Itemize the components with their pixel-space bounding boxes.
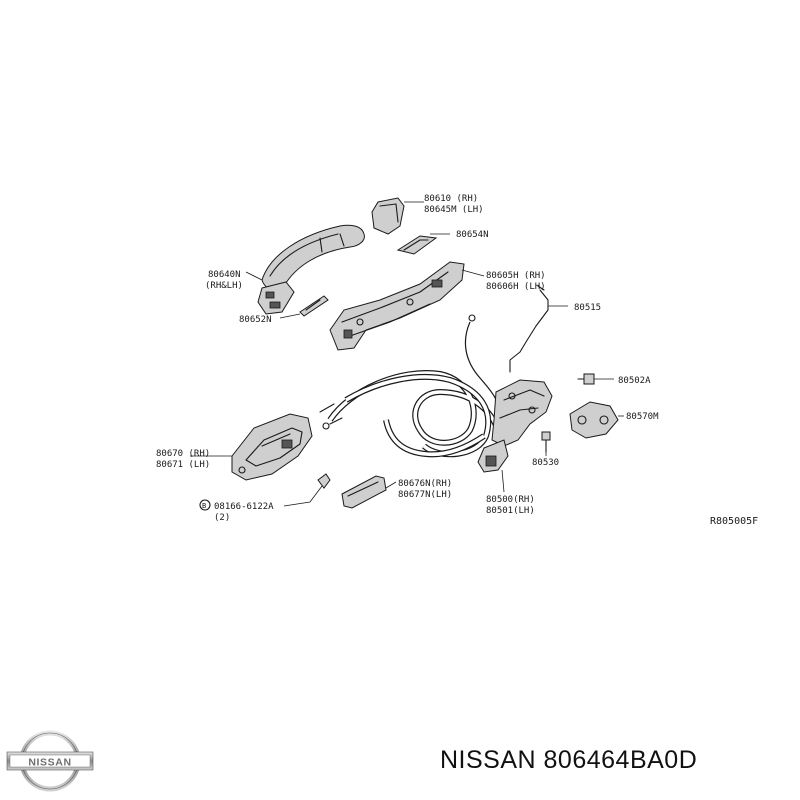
gasket-80654n-part bbox=[396, 235, 438, 255]
label-80652n: 80652N bbox=[239, 315, 272, 325]
gasket-80652n-part bbox=[299, 295, 329, 317]
label-80502a: 80502A bbox=[618, 376, 651, 386]
inside-handle-part bbox=[231, 413, 313, 481]
label-80515: 80515 bbox=[574, 303, 601, 313]
label-80645m: 80645M (LH) bbox=[424, 205, 484, 215]
label-80501: 80501(LH) bbox=[486, 506, 535, 516]
rod-80515-part bbox=[509, 289, 549, 373]
screw-80530-part bbox=[541, 431, 551, 453]
label-80640n: 80640N bbox=[208, 270, 241, 280]
label-80570m: 80570M bbox=[626, 412, 659, 422]
diagram-code: R805005F bbox=[710, 516, 758, 527]
cables-part bbox=[319, 314, 503, 458]
door-lock-actuator-part bbox=[477, 379, 553, 473]
label-80677n: 80677N(LH) bbox=[398, 490, 452, 500]
escutcheon-80676n-part bbox=[341, 475, 387, 509]
label-80610: 80610 (RH) bbox=[424, 194, 478, 204]
label-80676n: 80676N(RH) bbox=[398, 479, 452, 489]
label-80670: 80670 (RH) bbox=[156, 449, 210, 459]
logo-text: NISSAN bbox=[28, 757, 71, 769]
label-80500: 80500(RH) bbox=[486, 495, 535, 505]
label-80654n: 80654N bbox=[456, 230, 489, 240]
leader-lines bbox=[190, 201, 624, 507]
label-80671: 80671 (LH) bbox=[156, 460, 210, 470]
label-80605h: 80605H (RH) bbox=[486, 271, 546, 281]
label-08166-mark-circle bbox=[199, 499, 211, 511]
label-08166-qty: (2) bbox=[214, 513, 230, 523]
label-80606h: 80606H (LH) bbox=[486, 282, 546, 292]
caption: NISSAN 806464BA0D bbox=[440, 746, 698, 774]
handle-bracket-part bbox=[257, 281, 295, 315]
escutcheon-cap-part bbox=[371, 197, 405, 235]
handle-frame-part bbox=[329, 261, 465, 351]
label-80530: 80530 bbox=[532, 458, 559, 468]
nissan-logo: NISSAN bbox=[6, 730, 94, 792]
outside-handle-part bbox=[261, 224, 365, 291]
label-08166-mark: B bbox=[202, 502, 206, 510]
striker-80570m-part bbox=[569, 401, 619, 439]
bolt-80502a-part bbox=[577, 373, 595, 385]
clip-08166-part bbox=[317, 473, 331, 489]
rod-80515-tip bbox=[537, 285, 545, 291]
label-08166: 08166-6122A bbox=[214, 502, 274, 512]
label-80640n-sub: (RH&LH) bbox=[205, 281, 243, 291]
